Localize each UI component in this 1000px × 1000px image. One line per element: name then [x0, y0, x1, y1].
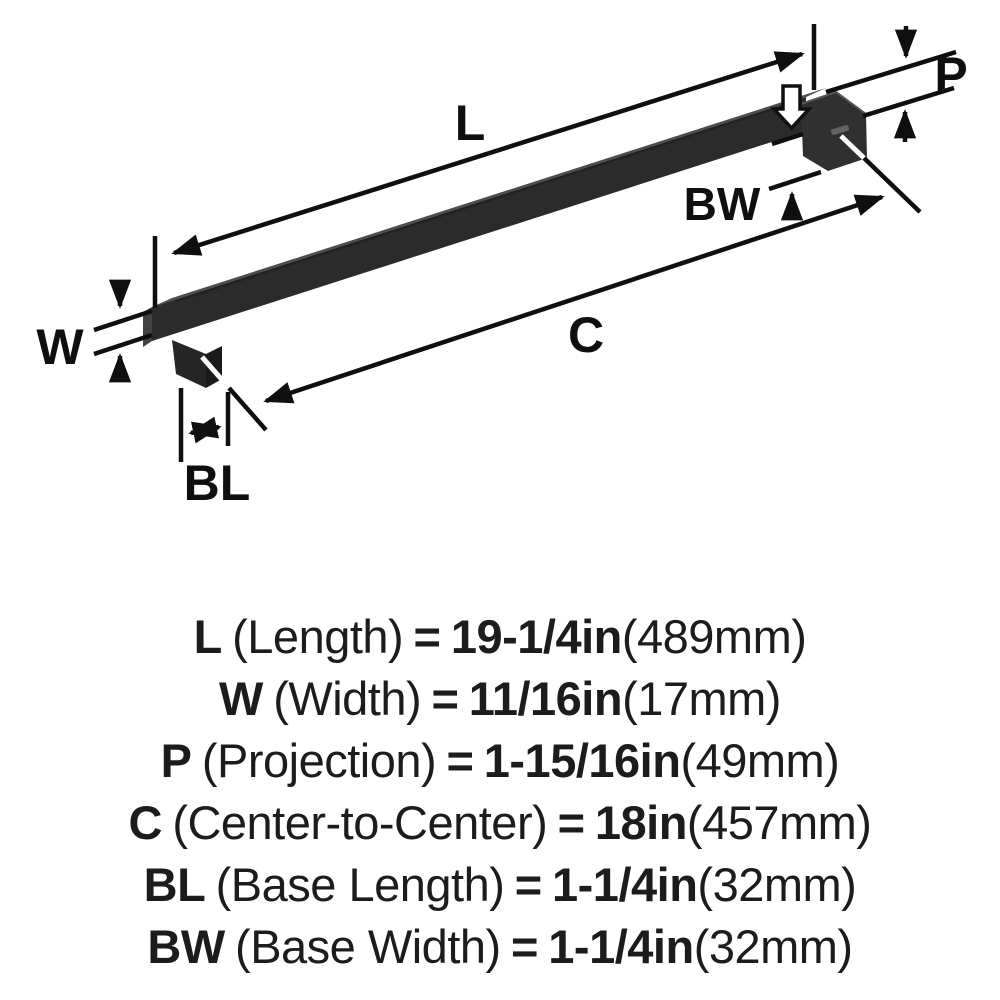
spec-value: 1-1/4in [548, 920, 694, 973]
dim-p [771, 26, 957, 147]
dim-w-label: W [36, 319, 84, 375]
dim-p-line-top [825, 49, 957, 95]
dim-c-tick-right [862, 156, 922, 214]
spec-row-length: L(Length)=19-1/4in(489mm) [0, 606, 1000, 668]
spec-metric: (32mm) [693, 920, 853, 973]
spec-value: 1-1/4in [552, 858, 698, 911]
spec-name: (Length) [232, 610, 404, 663]
spec-metric: (457mm) [686, 796, 872, 849]
dim-c [200, 134, 922, 432]
spec-code: L [193, 610, 223, 663]
equals-sign: = [413, 610, 441, 663]
handle-diagram: L W P BW [36, 24, 968, 511]
dim-l-label: L [455, 95, 486, 151]
spec-name: (Base Width) [235, 920, 501, 973]
spec-metric: (32mm) [697, 858, 857, 911]
dim-bl-arrow [188, 416, 222, 444]
dim-bl [178, 388, 231, 462]
spec-metric: (49mm) [680, 734, 840, 787]
spec-value: 19-1/4in [450, 610, 623, 663]
spec-row-center-to-center: C(Center-to-Center)=18in(457mm) [0, 792, 1000, 854]
spec-row-projection: P(Projection)=1-15/16in(49mm) [0, 730, 1000, 792]
spec-code: P [160, 734, 192, 787]
equals-sign: = [514, 858, 542, 911]
dim-c-tick-left-inner [200, 355, 233, 392]
dim-w-tick-top [93, 308, 153, 333]
spec-metric: (17mm) [622, 672, 781, 725]
spec-metric: (489mm) [621, 610, 807, 663]
mount-point-arrow-icon [770, 84, 813, 131]
equals-sign: = [446, 734, 474, 787]
spec-code: C [128, 796, 163, 849]
dim-c-label: C [568, 307, 604, 363]
spec-name: (Center-to-Center) [172, 796, 548, 849]
spec-row-base-width: BW(Base Width)=1-1/4in(32mm) [0, 916, 1000, 978]
equals-sign: = [431, 672, 459, 725]
dim-c-tick-left [227, 386, 268, 432]
dim-bw-label: BW [684, 178, 761, 230]
spec-row-base-length: BL(Base Length)=1-1/4in(32mm) [0, 854, 1000, 916]
dimension-spec-list: L(Length)=19-1/4in(489mm) W(Width)=11/16… [0, 606, 1000, 978]
spec-code: W [219, 672, 263, 725]
spec-name: (Base Length) [215, 858, 505, 911]
dim-c-line [263, 194, 885, 404]
dim-p-label: P [934, 47, 967, 103]
brand-mark [831, 124, 849, 136]
dim-p-line-bottom [862, 85, 955, 119]
spec-code: BW [147, 920, 225, 973]
spec-value: 18in [594, 796, 688, 849]
spec-code: BL [143, 858, 206, 911]
spec-row-width: W(Width)=11/16in(17mm) [0, 668, 1000, 730]
dim-w-tick-bottom [93, 332, 153, 357]
spec-value: 11/16in [468, 672, 623, 725]
dim-c-tick-right-inner [839, 134, 868, 162]
dim-l [152, 24, 817, 308]
dim-bw [768, 169, 822, 221]
handle-left-foot-front [172, 340, 206, 388]
equals-sign: = [557, 796, 585, 849]
spec-value: 1-15/16in [483, 734, 681, 787]
handle-right-base-edge [800, 90, 867, 115]
dim-p-line-bottom-left [771, 131, 804, 147]
dim-bl-label: BL [184, 455, 251, 511]
equals-sign: = [511, 920, 538, 973]
spec-name: (Projection) [201, 734, 437, 787]
dim-bw-tick [768, 169, 822, 192]
spec-name: (Width) [273, 672, 422, 725]
dim-w [93, 279, 153, 383]
